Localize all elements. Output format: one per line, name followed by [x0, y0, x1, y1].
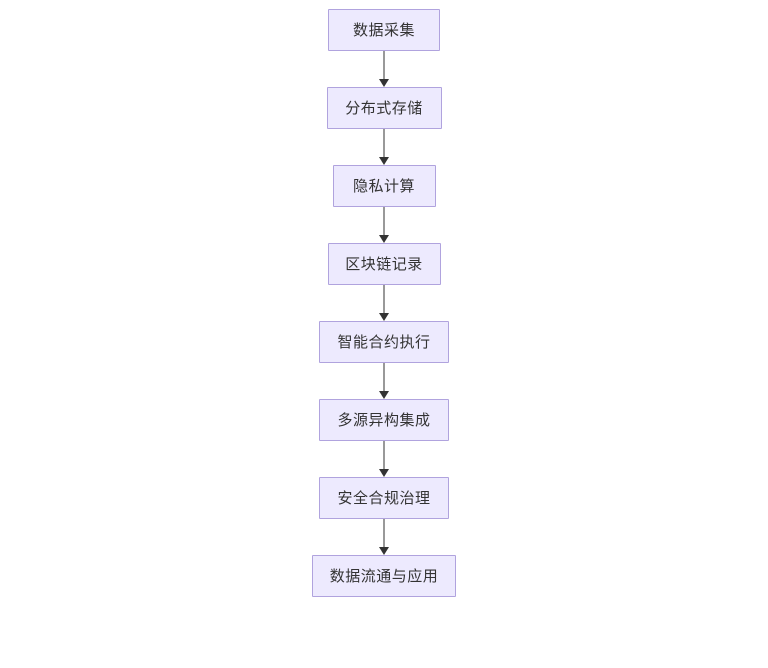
flowchart-node-distributed-storage[interactable]: 分布式存储 — [326, 87, 442, 129]
flowchart-node-column: 数据采集 分布式存储 隐私计算 区块链记录 智能合约执行 — [312, 9, 456, 597]
arrow-line — [383, 207, 385, 237]
flowchart-arrow-6 — [374, 441, 394, 477]
flowchart-node-label: 分布式存储 — [345, 99, 423, 117]
flowchart-arrow-1 — [374, 51, 394, 87]
flowchart-node-blockchain-record[interactable]: 区块链记录 — [327, 243, 441, 285]
flowchart-node-security-compliance-governance[interactable]: 安全合规治理 — [319, 477, 449, 519]
flowchart-arrow-2 — [374, 129, 394, 165]
flowchart-arrow-3 — [374, 207, 394, 243]
flowchart-arrow-4 — [374, 285, 394, 321]
arrow-line — [383, 51, 385, 81]
flowchart-node-data-circulation-application[interactable]: 数据流通与应用 — [312, 555, 456, 597]
flowchart-node-label: 安全合规治理 — [337, 489, 431, 507]
flowchart-node-label: 数据采集 — [352, 21, 415, 39]
arrow-head-icon — [379, 391, 389, 399]
arrow-head-icon — [379, 313, 389, 321]
flowchart-arrow-5 — [374, 363, 394, 399]
arrow-head-icon — [379, 79, 389, 87]
flowchart-node-label: 数据流通与应用 — [329, 567, 439, 585]
arrow-line — [383, 285, 385, 315]
arrow-head-icon — [379, 157, 389, 165]
arrow-line — [383, 363, 385, 393]
arrow-head-icon — [379, 547, 389, 555]
arrow-head-icon — [379, 235, 389, 243]
flowchart-node-label: 智能合约执行 — [337, 333, 431, 351]
flowchart-node-label: 隐私计算 — [353, 177, 416, 195]
flowchart-node-label: 区块链记录 — [345, 255, 423, 273]
flowchart-node-multi-source-integration[interactable]: 多源异构集成 — [319, 399, 449, 441]
flowchart-arrow-7 — [374, 519, 394, 555]
arrow-line — [383, 441, 385, 471]
arrow-head-icon — [379, 469, 389, 477]
arrow-line — [383, 519, 385, 549]
arrow-line — [383, 129, 385, 159]
flowchart-node-privacy-computing[interactable]: 隐私计算 — [332, 165, 436, 207]
flowchart-node-data-collection[interactable]: 数据采集 — [328, 9, 440, 51]
flowchart-node-smart-contract-execution[interactable]: 智能合约执行 — [319, 321, 449, 363]
flowchart-node-label: 多源异构集成 — [337, 411, 431, 429]
